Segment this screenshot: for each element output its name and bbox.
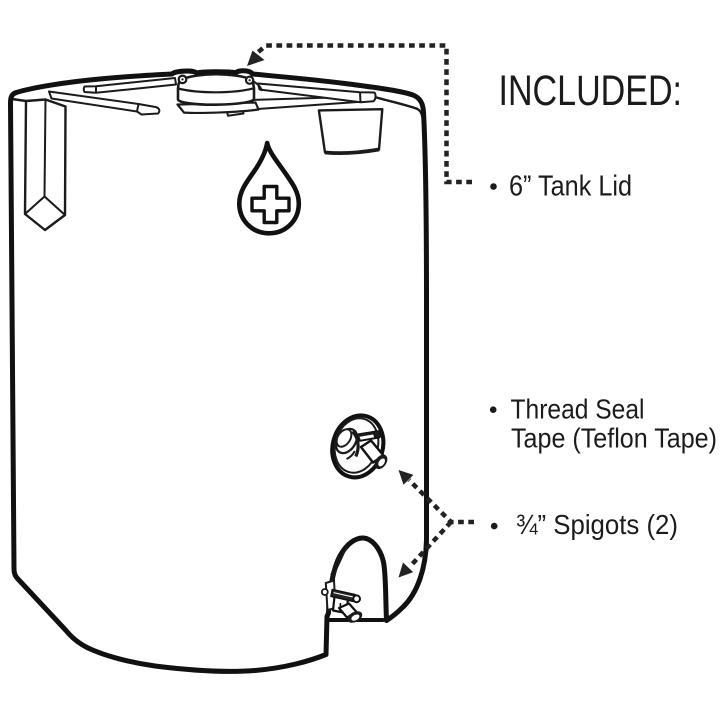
svg-text:6” Tank Lid: 6” Tank Lid xyxy=(509,171,632,203)
svg-text:INCLUDED:: INCLUDED: xyxy=(499,67,683,114)
svg-text:¾” Spigots (2): ¾” Spigots (2) xyxy=(516,509,678,540)
svg-text:Tape (Teflon Tape): Tape (Teflon Tape) xyxy=(511,423,717,454)
svg-text:Thread Seal: Thread Seal xyxy=(511,394,645,425)
